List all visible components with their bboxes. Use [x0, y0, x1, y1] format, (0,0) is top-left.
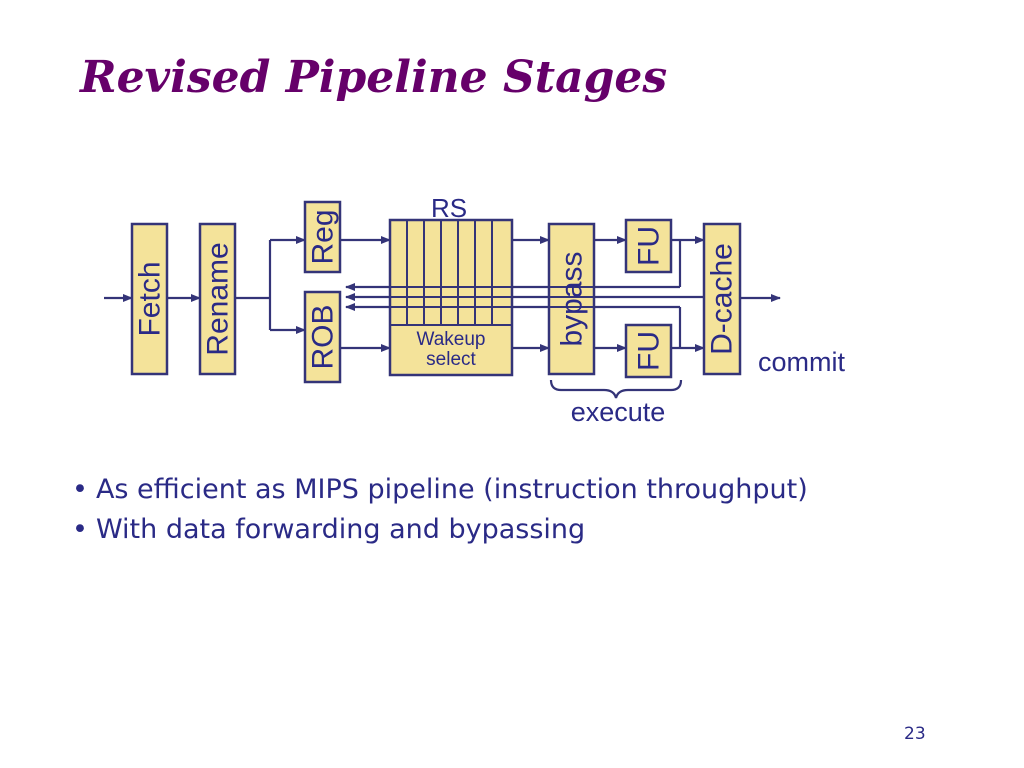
- execute-brace: [549, 379, 683, 399]
- execute-label: execute: [571, 397, 666, 427]
- select-label: select: [426, 349, 476, 370]
- rename-box: [198, 222, 237, 376]
- bullet-dot: •: [72, 514, 88, 545]
- fetch-label: Fetch: [134, 261, 167, 336]
- bullet-item: •As efficient as MIPS pipeline (instruct…: [72, 470, 808, 510]
- fu-top-box: [624, 218, 673, 274]
- reg-box: [303, 200, 342, 274]
- bypass-label: bypass: [556, 251, 589, 346]
- wakeup-label: Wakeup: [417, 329, 486, 350]
- fetch-box: [130, 222, 169, 376]
- page-number: 23: [904, 724, 926, 744]
- slide-title: Revised Pipeline Stages: [80, 52, 668, 103]
- rs-label: RS: [431, 193, 467, 223]
- rob-label: ROB: [307, 304, 340, 369]
- bullet-text: With data forwarding and bypassing: [95, 514, 586, 545]
- bullet-text: As efficient as MIPS pipeline (instructi…: [95, 474, 808, 505]
- rob-box: [303, 290, 342, 384]
- rename-label: Rename: [202, 242, 235, 355]
- bullet-item: •With data forwarding and bypassing: [72, 510, 808, 550]
- dcache-label: D-cache: [706, 243, 739, 355]
- bullet-list: •As efficient as MIPS pipeline (instruct…: [72, 470, 808, 550]
- dcache-box: [702, 222, 742, 376]
- pipeline-diagram: Fetch Rename Reg ROB bypass FU FU D-cach…: [104, 193, 845, 427]
- fu-bottom-label: FU: [633, 331, 666, 371]
- bypass-box: [547, 222, 596, 376]
- reg-label: Reg: [307, 209, 340, 264]
- fu-top-label: FU: [633, 226, 666, 266]
- commit-label: commit: [758, 347, 845, 377]
- bullet-dot: •: [72, 474, 88, 505]
- fu-bottom-box: [624, 323, 673, 379]
